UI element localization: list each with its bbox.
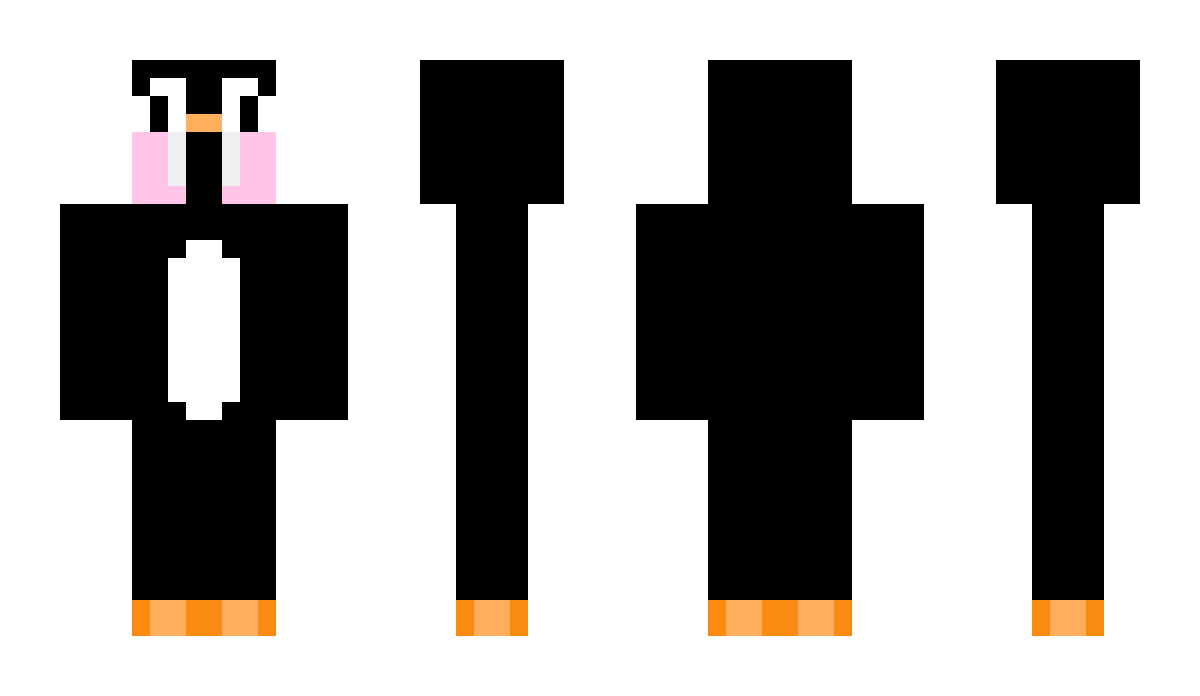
foot-2 xyxy=(150,600,186,636)
left-tear xyxy=(168,132,186,186)
foot-3 xyxy=(762,600,798,636)
legs xyxy=(708,420,852,600)
foot-3 xyxy=(1086,600,1104,636)
foot-2 xyxy=(474,600,510,636)
foot-4 xyxy=(798,600,834,636)
foot-3 xyxy=(510,600,528,636)
belly-top xyxy=(186,240,222,258)
foot-1 xyxy=(708,600,726,636)
left-eye-white-inner xyxy=(168,96,186,132)
belly xyxy=(168,258,240,402)
foot-4 xyxy=(222,600,258,636)
head xyxy=(996,60,1140,204)
foot-5 xyxy=(258,600,276,636)
body xyxy=(456,204,528,600)
right-tear xyxy=(222,132,240,186)
foot-3 xyxy=(186,600,222,636)
right-eye-outer-white xyxy=(258,96,276,132)
head xyxy=(708,60,852,204)
foot-1 xyxy=(1032,600,1050,636)
left-eye-outer-white xyxy=(132,96,150,132)
foot-2 xyxy=(1050,600,1086,636)
foot-1 xyxy=(132,600,150,636)
right-eye-white-inner xyxy=(222,96,240,132)
foot-2 xyxy=(726,600,762,636)
belly-bottom xyxy=(186,402,222,420)
beak xyxy=(186,114,222,132)
right-eye-white-top xyxy=(222,78,258,96)
foot-5 xyxy=(834,600,852,636)
head-center-stripe xyxy=(186,132,222,204)
foot-1 xyxy=(456,600,474,636)
head xyxy=(420,60,564,204)
left-eye-white-top xyxy=(150,78,186,96)
legs xyxy=(132,420,276,600)
body xyxy=(1032,204,1104,600)
torso xyxy=(636,204,924,420)
